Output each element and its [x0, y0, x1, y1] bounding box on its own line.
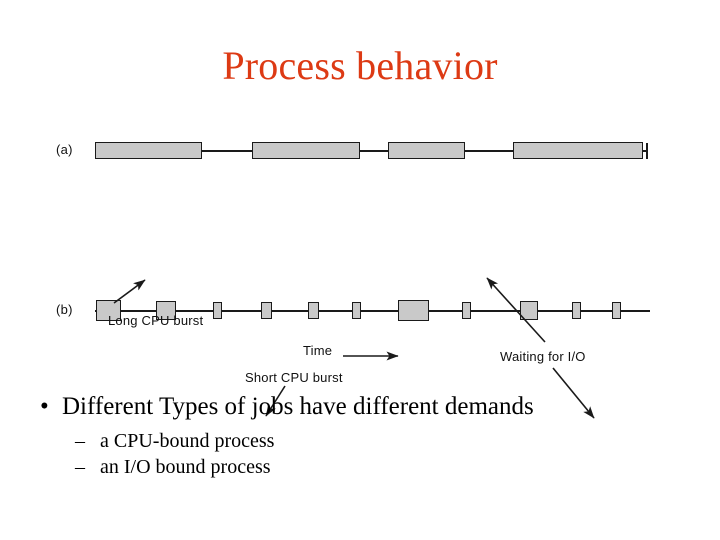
dash-marker-icon: – — [75, 430, 85, 452]
row-b-label: (b) — [56, 302, 73, 317]
row-a-timeline — [95, 150, 648, 152]
row-b-cpu-burst-block — [398, 300, 429, 321]
diagram-arrows — [113, 277, 595, 419]
row-a-cpu-burst-block — [388, 142, 465, 159]
row-a-cpu-burst-block — [513, 142, 643, 159]
waiting-for-io-arrow-up — [486, 277, 546, 343]
row-b-cpu-burst-block — [572, 302, 581, 319]
row-b-cpu-burst-block — [612, 302, 621, 319]
page-title: Process behavior — [222, 43, 498, 88]
bullet-level2-text: a CPU-bound process — [100, 430, 275, 452]
row-a-cpu-burst-block — [95, 142, 202, 159]
bullet-level2: – an I/O bound process — [30, 454, 690, 480]
dash-marker-icon: – — [75, 456, 85, 478]
bullet-level1-text: Different Types of jobs have different d… — [62, 393, 534, 420]
time-label: Time — [303, 343, 333, 358]
bullet-level2: – a CPU-bound process — [30, 428, 690, 454]
short-cpu-burst-label: Short CPU burst — [245, 370, 343, 385]
row-b-timeline — [95, 310, 650, 312]
row-a-end-tick — [646, 143, 648, 159]
bullet-level2-text: an I/O bound process — [100, 456, 271, 478]
row-a-cpu-burst-block — [252, 142, 360, 159]
short-cpu-burst-arrow — [265, 385, 286, 417]
long-cpu-burst-label: Long CPU burst — [108, 313, 204, 328]
row-b-cpu-burst-block — [352, 302, 361, 319]
row-b-cpu-burst-block — [96, 300, 121, 321]
waiting-for-io-label: Waiting for I/O — [500, 349, 586, 364]
row-b-cpu-burst-block — [261, 302, 272, 319]
waiting-for-io-arrow-down — [552, 367, 595, 419]
row-b-cpu-burst-block — [156, 301, 176, 320]
row-b-cpu-burst-block — [462, 302, 471, 319]
row-a-label: (a) — [56, 142, 73, 157]
row-b-cpu-burst-block — [213, 302, 222, 319]
row-b-cpu-burst-block — [308, 302, 319, 319]
bullet-list: • Different Types of jobs have different… — [30, 392, 690, 480]
bullet-level1: • Different Types of jobs have different… — [30, 392, 690, 422]
process-behavior-diagram: (a) (b) Long CPU burst Waiting for I/O S… — [0, 120, 720, 419]
bullet-marker-icon: • — [40, 393, 49, 420]
row-b-cpu-burst-block — [520, 301, 538, 320]
long-cpu-burst-arrow — [113, 279, 146, 304]
